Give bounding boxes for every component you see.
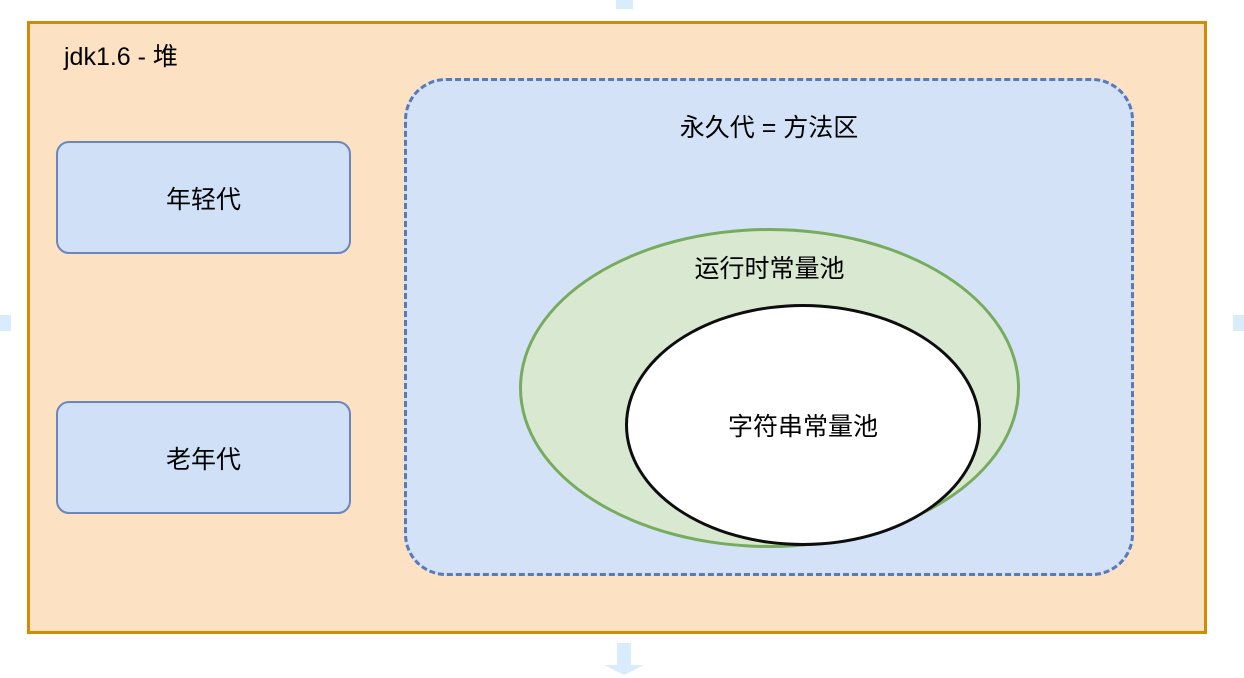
runtime-constant-pool-label: 运行时常量池 [694, 255, 845, 283]
old-generation-box[interactable]: 老年代 [56, 401, 351, 514]
young-generation-label: 年轻代 [165, 185, 241, 214]
heap-title-label: jdk1.6 - 堆 [64, 43, 178, 71]
connector-stub-top [616, 0, 633, 9]
connector-stub-right [1233, 315, 1244, 331]
young-generation-box[interactable]: 年轻代 [56, 141, 351, 254]
arrow-down-icon [604, 643, 644, 675]
string-constant-pool-label: 字符串常量池 [727, 413, 878, 441]
old-generation-label: 老年代 [165, 445, 241, 474]
permgen-method-area-label: 永久代 = 方法区 [679, 114, 859, 142]
string-constant-pool-ellipse[interactable]: 字符串常量池 [625, 304, 981, 546]
connector-stub-left [0, 315, 11, 331]
